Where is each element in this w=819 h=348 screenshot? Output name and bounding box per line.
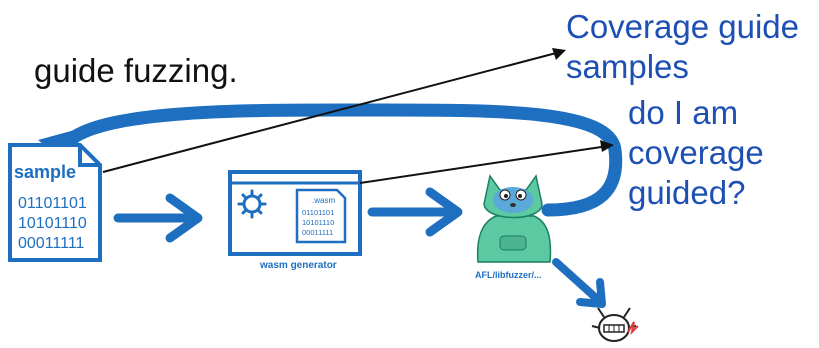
wasm-bits-line: 10101110 bbox=[302, 218, 334, 227]
sample-bits-line: 10101110 bbox=[18, 215, 87, 232]
sample-bits-line: 00011111 bbox=[18, 235, 85, 252]
arrow-to-crash bbox=[552, 258, 606, 308]
callout-line-samples bbox=[102, 48, 566, 173]
wasm-generator-window: .wasm 01101101 10101110 00011111 wasm ge… bbox=[228, 170, 362, 271]
callout-line-generator bbox=[359, 140, 614, 184]
callout-guided-line3: guided? bbox=[628, 174, 746, 211]
arrow-to-fuzzer bbox=[367, 187, 463, 237]
wasm-file-icon: .wasm 01101101 10101110 00011111 bbox=[295, 188, 347, 244]
callout-samples-line1: Coverage guide bbox=[566, 8, 799, 45]
wasm-generator-label: wasm generator bbox=[259, 260, 337, 271]
slide-left-text: guide fuzzing. bbox=[34, 52, 238, 89]
sample-bits-line: 01101101 bbox=[18, 195, 87, 212]
bug-icon bbox=[591, 307, 639, 342]
callout-guided-line1: do I am bbox=[628, 94, 739, 131]
wasm-file-label: .wasm bbox=[312, 196, 335, 205]
arrow-to-generator bbox=[113, 193, 203, 243]
fuzzer-mascot-icon: AFL/libfuzzer/... bbox=[475, 174, 552, 280]
wasm-bits-line: 00011111 bbox=[302, 228, 333, 237]
wasm-bits-line: 01101101 bbox=[302, 208, 334, 217]
sample-label: sample bbox=[14, 162, 76, 182]
sample-file-icon: sample 01101101 10101110 00011111 bbox=[8, 143, 102, 262]
feedback-loop-arrow bbox=[63, 103, 623, 217]
callout-guided-line2: coverage bbox=[628, 134, 764, 171]
callout-samples-line2: samples bbox=[566, 48, 689, 85]
fuzzer-label: AFL/libfuzzer/... bbox=[475, 270, 542, 280]
gear-icon bbox=[237, 189, 267, 219]
